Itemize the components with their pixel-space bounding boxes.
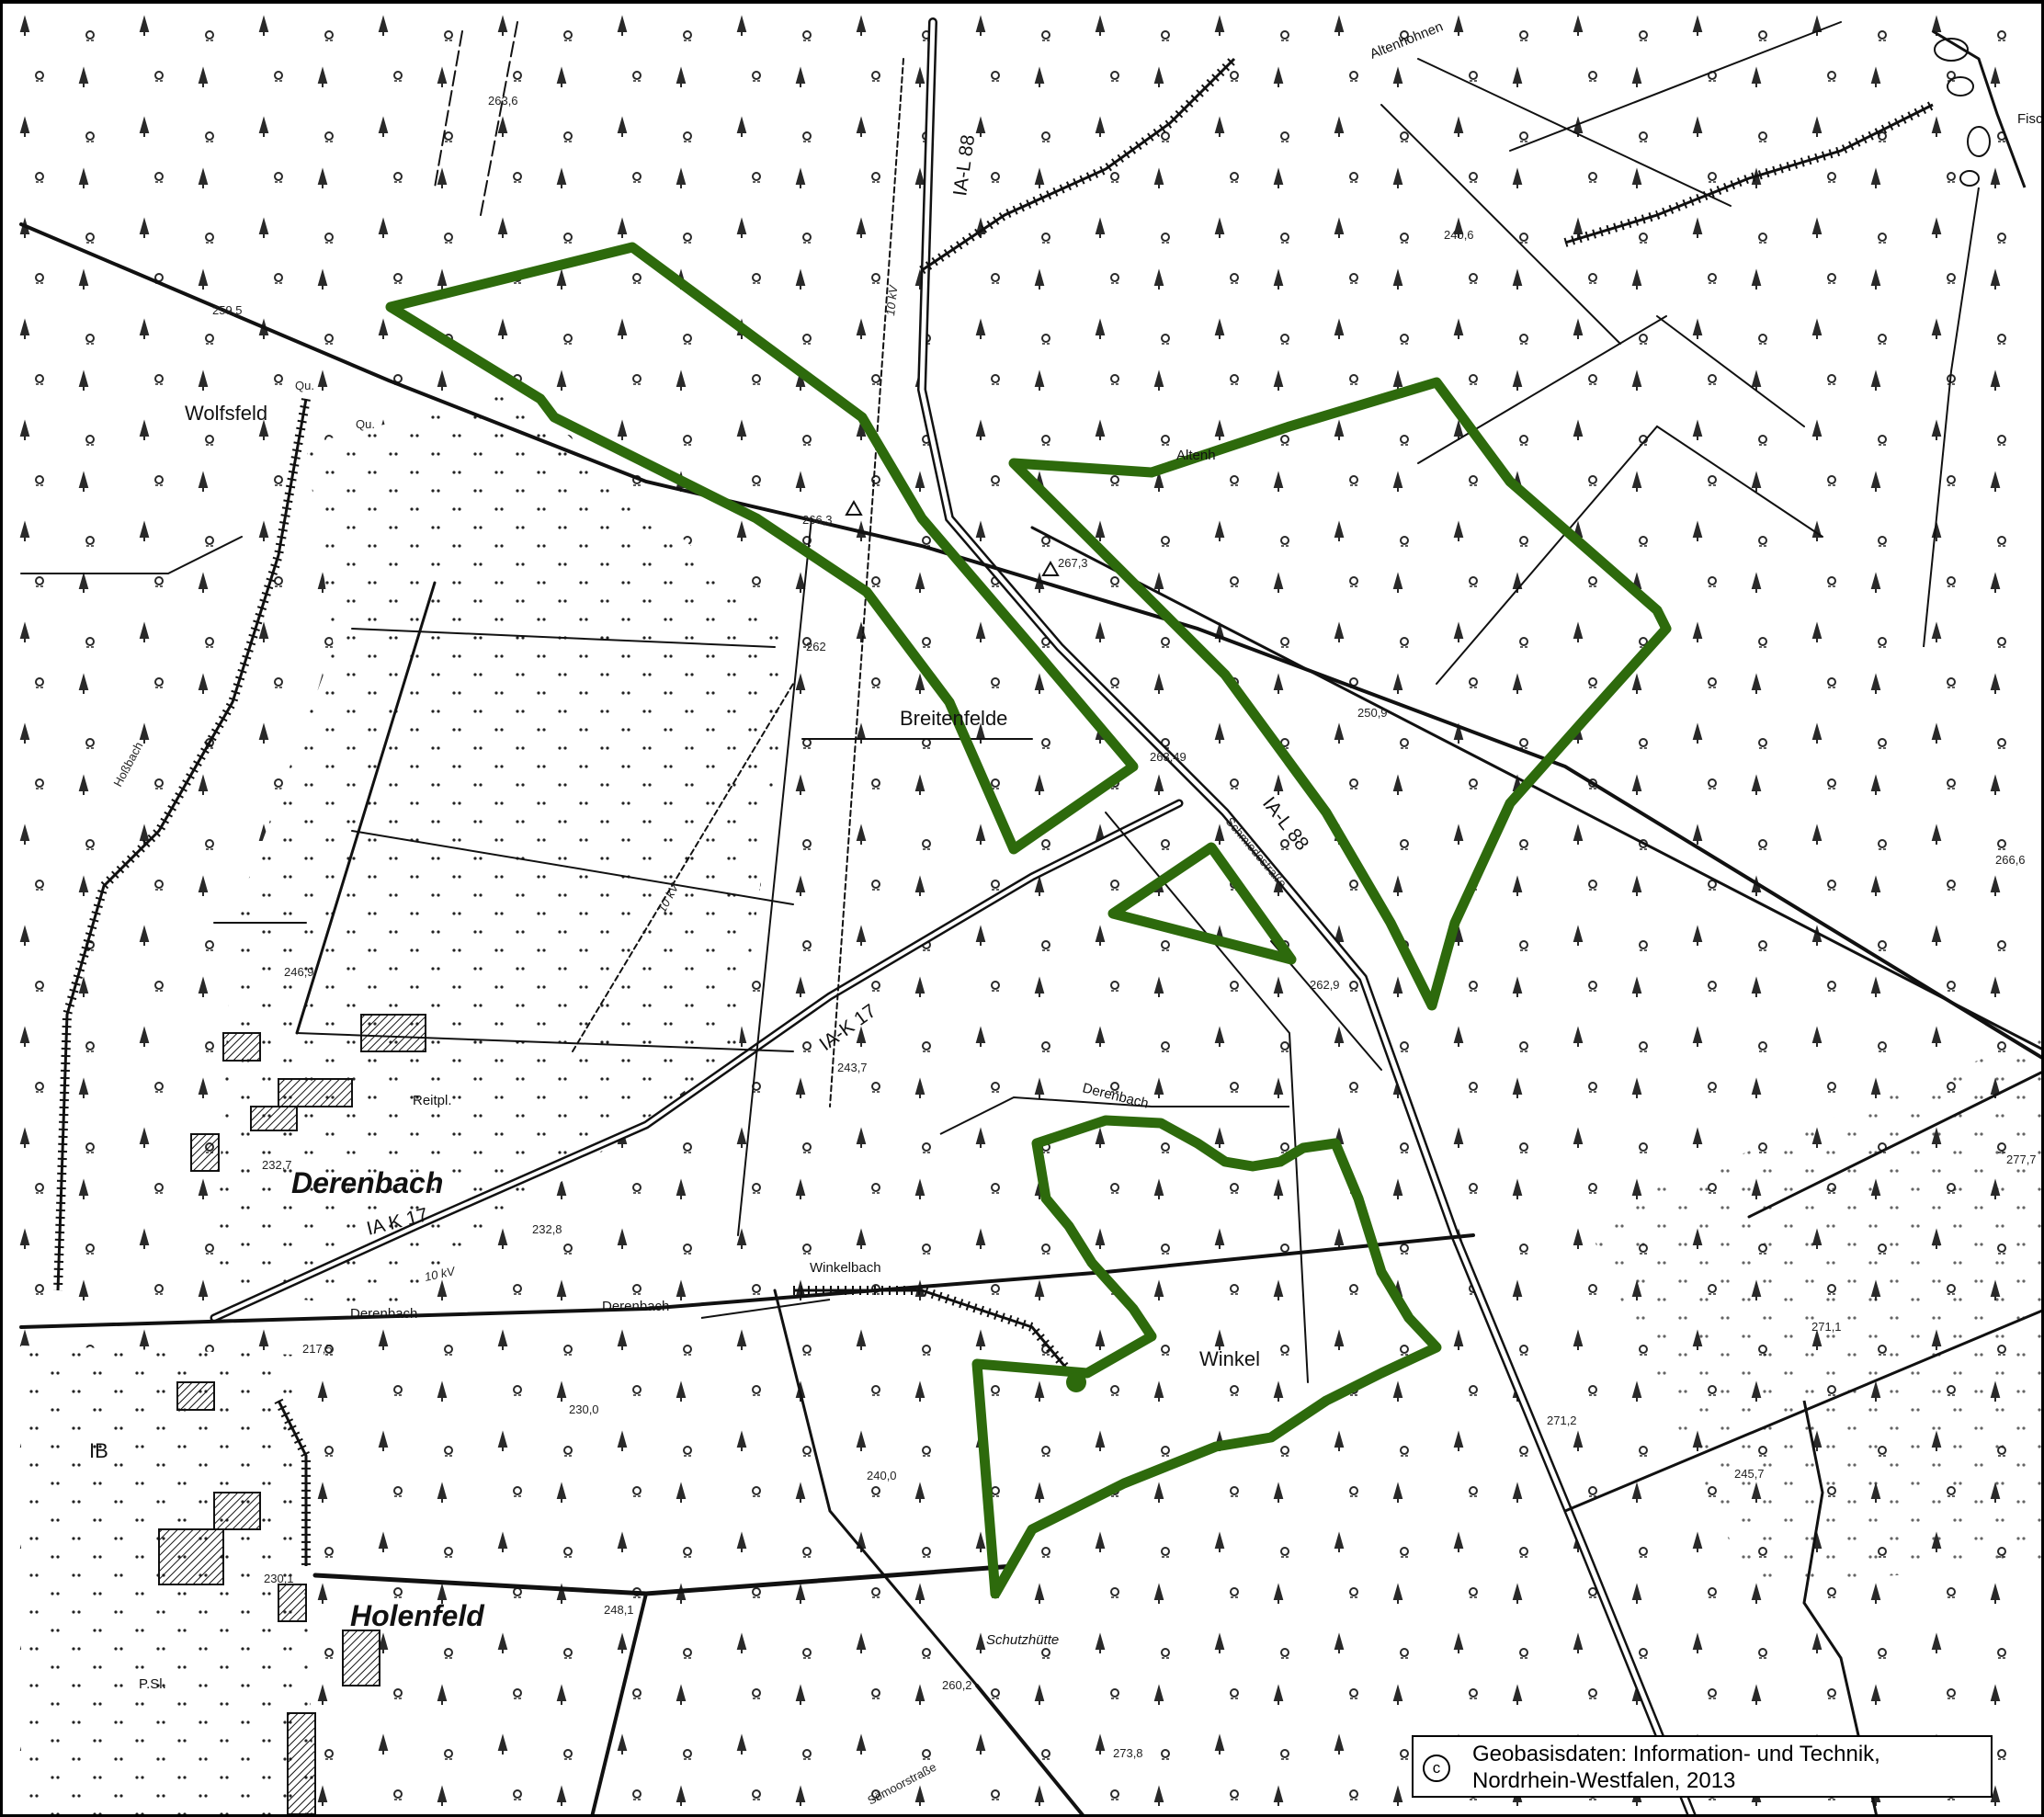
elevation-label: 243,7 <box>837 1061 868 1074</box>
elevation-label: 250,9 <box>1357 706 1388 720</box>
label-psi: P.Sl. <box>139 1676 166 1692</box>
area-altenhohnen <box>1008 377 1672 1011</box>
copyright-line-2: Nordrhein-Westfalen, 2013 <box>1472 1768 1736 1793</box>
meadow-dots <box>21 390 2041 1814</box>
buildings <box>158 1014 426 1814</box>
label-derenbach-town: Derenbach <box>291 1166 443 1199</box>
area-triangle <box>1107 842 1297 965</box>
elevation-label: 263,49 <box>1150 750 1187 764</box>
label-fischtei: Fischtei <box>2017 111 2044 127</box>
elevation-label: 217,5 <box>302 1342 333 1356</box>
elevation-label: 277,7 <box>2006 1153 2037 1166</box>
copyright-text: Geobasisdaten: Information- und Technik,… <box>1472 1741 1880 1794</box>
label-ib: IB <box>89 1439 108 1462</box>
label-qu-1: Qu. <box>295 379 314 392</box>
elevation-label: 232,7 <box>262 1158 292 1172</box>
elevation-label: 267,3 <box>1058 556 1088 570</box>
label-schutzhuette: Schutzhütte <box>986 1632 1059 1648</box>
elevation-label: 266,3 <box>802 513 833 527</box>
label-10kv-1: 10 kV <box>883 283 901 316</box>
label-wolfsfeld: Wolfsfeld <box>185 402 267 425</box>
elevation-label: 230,1 <box>264 1572 294 1585</box>
area-breitenfelde <box>385 242 1139 855</box>
elevation-label: 240,6 <box>1444 228 1474 242</box>
elevation-label: 248,1 <box>604 1603 634 1617</box>
elevation-label: 260,2 <box>942 1678 972 1692</box>
label-derenbach-creek-3: Derenbach <box>602 1299 669 1314</box>
elevation-label: 262,9 <box>1310 978 1340 992</box>
watercourses <box>53 29 2027 1814</box>
label-breitenfelde: Breitenfelde <box>900 707 1007 730</box>
elevation-label: 271,1 <box>1811 1320 1842 1334</box>
area-winkel <box>971 1115 1442 1599</box>
elevation-label: 263,6 <box>488 94 518 108</box>
label-10kv-3: 10 kV <box>424 1264 458 1284</box>
label-qu-2: Qu. <box>356 417 375 431</box>
highlighted-areas <box>385 242 1672 1599</box>
elevation-label: 246,9 <box>284 965 314 979</box>
elevation-label: 230,0 <box>569 1402 599 1416</box>
elevation-label: 259,5 <box>212 303 243 317</box>
road-east-west <box>19 222 2041 1060</box>
elevation-label: 245,7 <box>1734 1467 1765 1481</box>
elevation-label: 273,8 <box>1113 1746 1143 1760</box>
area-marker-dot <box>1066 1372 1086 1392</box>
label-reitpl: Reitpl. <box>413 1093 452 1108</box>
label-holenfeld: Holenfeld <box>350 1599 485 1632</box>
fish-ponds <box>1934 38 1991 187</box>
roads <box>19 17 2041 1814</box>
map-canvas: Wolfsfeld Breitenfelde Winkel Derenbach … <box>3 4 2044 1814</box>
copyright-notice: c Geobasisdaten: Information- und Techni… <box>1412 1735 1993 1798</box>
elevation-label: 271,2 <box>1547 1414 1577 1427</box>
elevation-label: 262 <box>806 640 826 653</box>
elevation-label: 232,8 <box>532 1222 562 1236</box>
elevation-labels: 263,6 259,5 266,3 267,3 262 263,49 250,9… <box>212 94 2037 1760</box>
elevation-label: 240,0 <box>867 1469 897 1482</box>
survey-points <box>845 499 1060 576</box>
label-winkel: Winkel <box>1199 1347 1260 1370</box>
label-derenbach-creek-2: Derenbach <box>350 1306 417 1322</box>
copyright-icon: c <box>1423 1755 1450 1782</box>
label-altenh: Altenh <box>1176 448 1216 463</box>
elevation-label: 266,6 <box>1995 853 2026 867</box>
copyright-line-1: Geobasisdaten: Information- und Technik, <box>1472 1742 1880 1766</box>
label-winkelbach: Winkelbach <box>810 1260 881 1276</box>
